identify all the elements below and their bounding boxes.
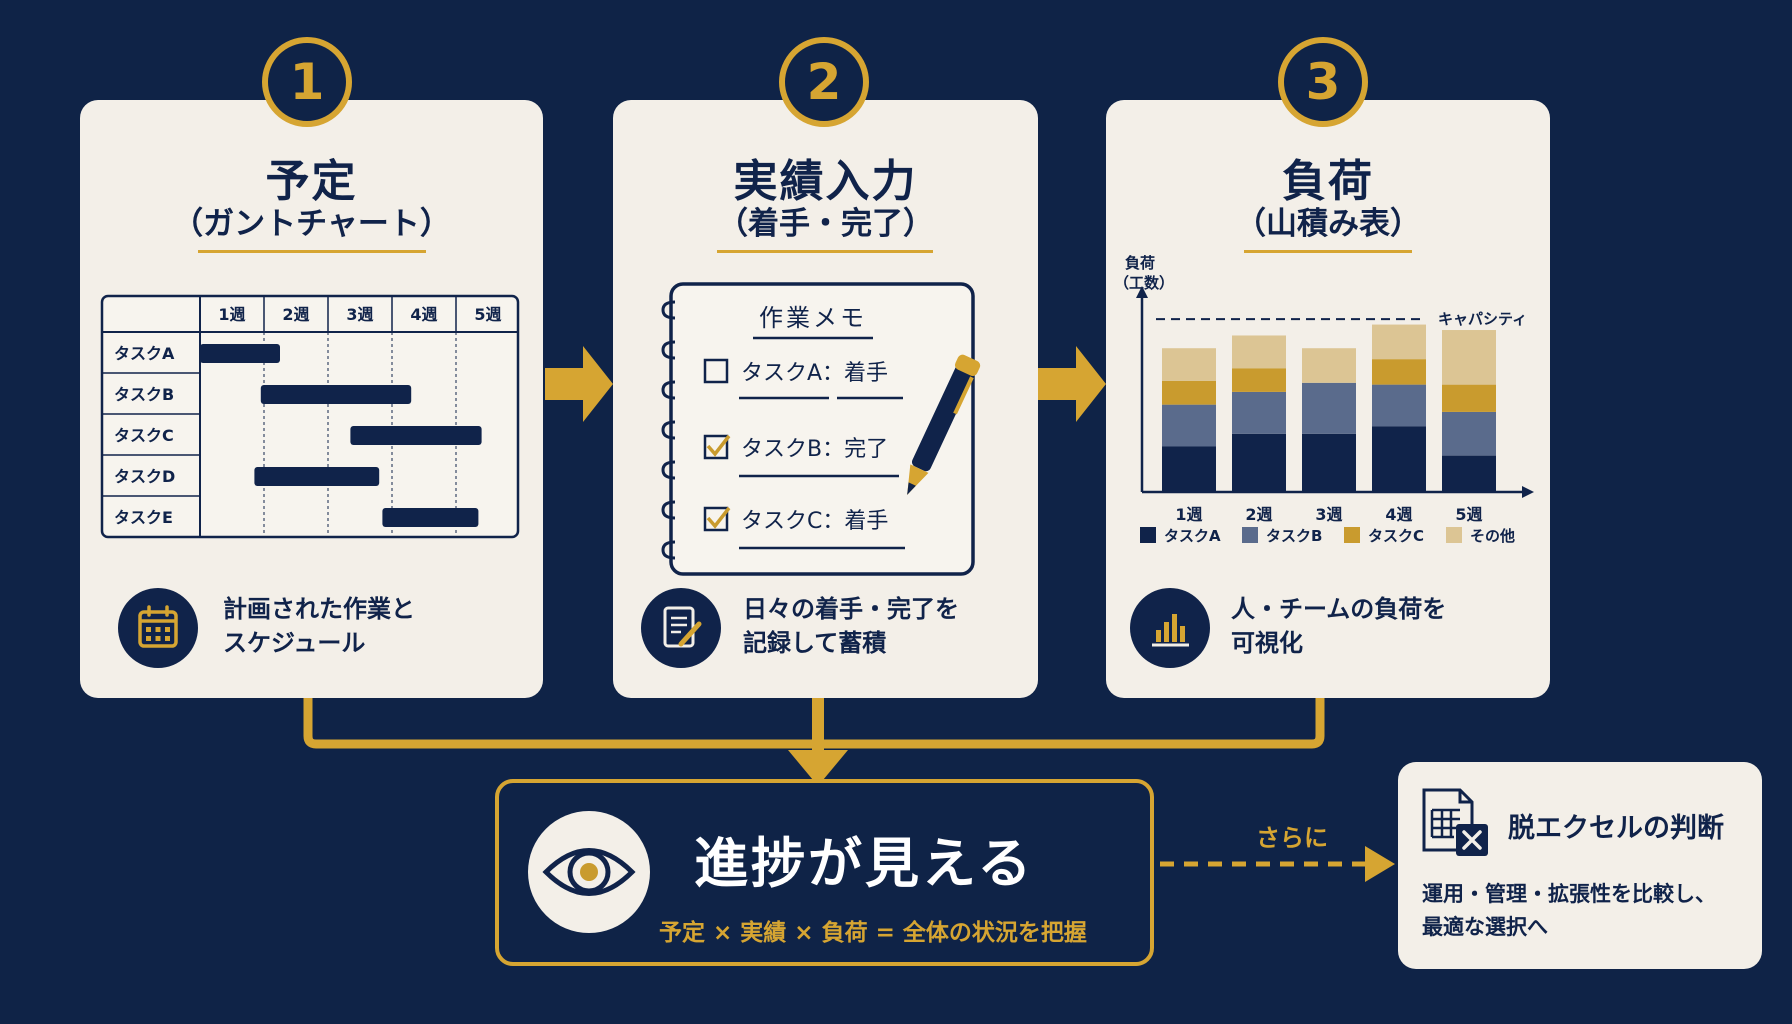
title-underline — [717, 250, 933, 253]
bar-segment — [1442, 384, 1496, 412]
step-subtitle: （着手・完了） — [717, 206, 934, 242]
bar-chart-icon — [1130, 588, 1210, 668]
gantt-week-label: 2週 — [282, 305, 309, 324]
gantt-task-label: タスクB — [114, 385, 174, 404]
gantt-bar — [260, 385, 412, 404]
step-title: 予定 — [265, 156, 358, 207]
spreadsheet-x-icon — [1420, 786, 1492, 858]
checkbox — [703, 358, 729, 384]
gantt-task-label: タスクC — [114, 426, 174, 445]
arrow-step1-to-step2 — [545, 346, 613, 422]
memo-title: 作業メモ — [759, 304, 867, 332]
arrow-down-to-center — [788, 750, 848, 786]
arrow-to-further — [1365, 846, 1395, 882]
eye-icon — [528, 811, 650, 933]
legend-label: タスクC — [1368, 527, 1424, 545]
progress-visible-box: 進捗が見える 予定 × 実績 × 負荷 = 全体の状況を把握 — [495, 779, 1154, 966]
legend-label: タスクB — [1266, 527, 1322, 545]
further-label: さらに — [1256, 824, 1328, 852]
y-axis-label: 負荷 — [1125, 254, 1155, 272]
bar-segment — [1162, 404, 1216, 447]
spiral-rings — [661, 300, 676, 560]
bar-segment — [1162, 446, 1216, 492]
gantt-week-label: 3週 — [346, 305, 373, 324]
bar-segment — [1442, 411, 1496, 456]
gantt-week-label: 1週 — [218, 305, 245, 324]
bar-segment — [1302, 348, 1356, 383]
center-formula: 予定 × 実績 × 負荷 = 全体の状況を把握 — [659, 920, 1087, 946]
title-underline — [1244, 250, 1412, 253]
gantt-task-label: タスクD — [114, 467, 175, 486]
step-description: 人・チームの負荷を 可視化 — [1231, 595, 1447, 657]
bar-segment — [1162, 380, 1216, 405]
further-card: 脱エクセルの判断 運用・管理・拡張性を比較し、 最適な選択へ — [1398, 762, 1762, 969]
x-tick-label: 4週 — [1385, 505, 1412, 524]
gantt-bar — [350, 426, 482, 445]
check-icon — [706, 506, 731, 529]
bar-segment — [1442, 455, 1496, 492]
step-card-1: 予定 （ガントチャート） 1週 2週 3週 4週 5週タスクA タスクB タスクC タスクD タ… — [80, 100, 543, 698]
memo-notebook: 作業メモ タスクA：着手 タスクB：完了 タスクC：着手 — [661, 282, 981, 576]
title-underline — [198, 250, 426, 253]
bar-segment — [1442, 330, 1496, 385]
step-number-1: 1 — [262, 37, 352, 127]
x-tick-label: 1週 — [1175, 505, 1202, 524]
step-title: 負荷 — [1282, 156, 1374, 207]
check-icon — [706, 434, 731, 457]
bar-segment — [1372, 426, 1426, 492]
gantt-task-label: タスクA — [114, 344, 175, 363]
step-card-2: 実績入力 （着手・完了） 作業メモ タスクA：着手 タスクB：完了 タスクC：着… — [613, 100, 1038, 698]
x-tick-label: 2週 — [1245, 505, 1272, 524]
bar-segment — [1232, 391, 1286, 434]
legend-swatch — [1242, 527, 1258, 543]
bar-segment — [1302, 433, 1356, 492]
further-title: 脱エクセルの判断 — [1508, 813, 1724, 844]
document-edit-icon — [641, 588, 721, 668]
memo-item: タスクC：着手 — [741, 509, 888, 534]
gantt-task-label: タスクE — [114, 508, 173, 527]
step-description: 計画された作業と スケジュール — [223, 595, 415, 657]
step-title: 実績入力 — [733, 156, 918, 207]
checkbox — [703, 506, 729, 532]
x-tick-label: 3週 — [1315, 505, 1342, 524]
memo-item: タスクA：着手 — [741, 361, 888, 386]
pen-icon — [907, 354, 981, 495]
x-tick-label: 5週 — [1455, 505, 1482, 524]
capacity-label: キャパシティ — [1438, 310, 1527, 328]
bar-segment — [1372, 384, 1426, 427]
bar-segment — [1372, 359, 1426, 385]
gantt-week-label: 5週 — [474, 305, 501, 324]
bar-segment — [1232, 433, 1286, 492]
further-description: 運用・管理・拡張性を比較し、 最適な選択へ — [1422, 882, 1716, 939]
step-description: 日々の着手・完了を 記録して蓄積 — [743, 595, 959, 657]
legend-label: タスクA — [1164, 527, 1221, 545]
calendar-icon — [118, 588, 198, 668]
step-number-3: 3 — [1278, 37, 1368, 127]
bar-segment — [1232, 335, 1286, 369]
checkbox — [703, 434, 729, 460]
bar-segment — [1232, 368, 1286, 392]
step-subtitle: （ガントチャート） — [172, 206, 451, 242]
step-number-2: 2 — [779, 37, 869, 127]
gantt-bar — [200, 344, 280, 363]
bar-segment — [1302, 382, 1356, 434]
bar-segment — [1162, 348, 1216, 381]
memo-item: タスクB：完了 — [741, 437, 888, 462]
step-card-3: 負荷 （山積み表） 負荷 （工数） キャパシティ 1週 2週 3週 4週 5週タスクA タスクB… — [1106, 100, 1550, 698]
bar-segment — [1372, 324, 1426, 360]
arrow-step2-to-step3 — [1038, 346, 1106, 422]
legend-swatch — [1344, 527, 1360, 543]
gantt-week-label: 4週 — [410, 305, 437, 324]
legend-swatch — [1446, 527, 1462, 543]
step-subtitle: （山積み表） — [1235, 206, 1421, 242]
y-axis-label: （工数） — [1114, 274, 1174, 292]
center-title: 進捗が見える — [694, 832, 1035, 895]
gantt-bar — [382, 508, 479, 527]
gantt-bar — [254, 467, 380, 486]
legend-swatch — [1140, 527, 1156, 543]
legend-label: その他 — [1470, 527, 1515, 545]
